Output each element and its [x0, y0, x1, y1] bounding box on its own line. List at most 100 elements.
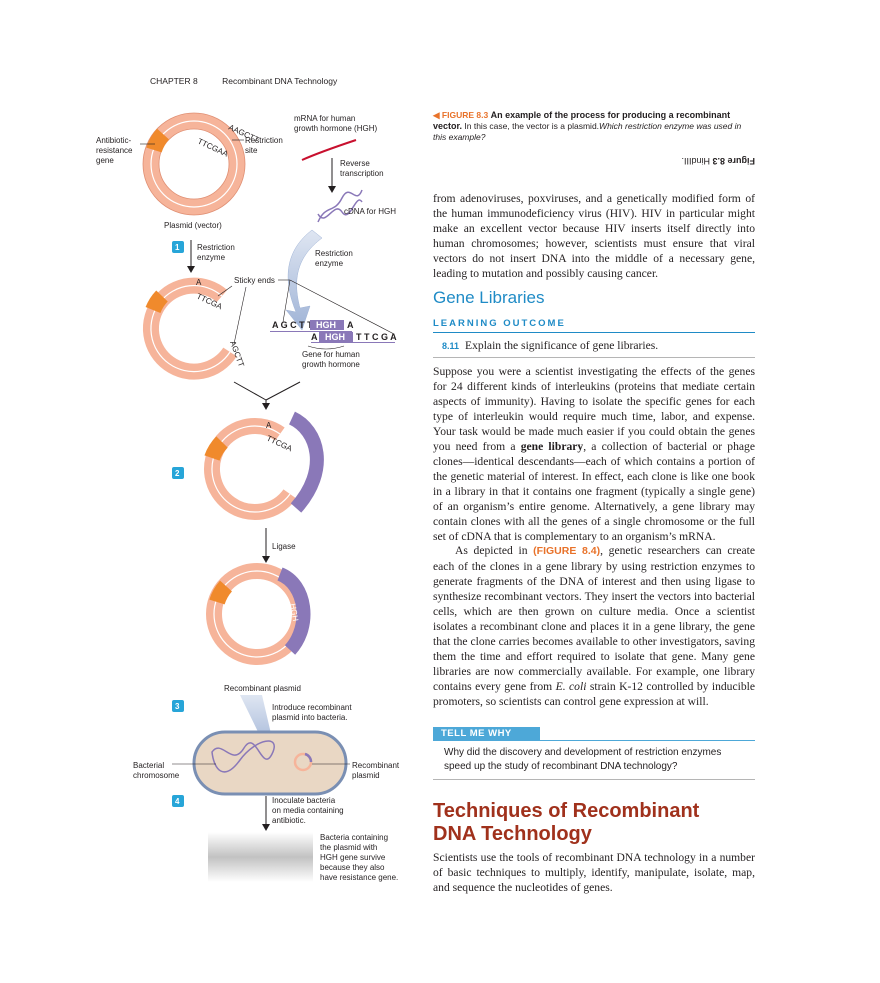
chapter-label: CHAPTER 8 — [150, 76, 198, 86]
techniques-heading-line-1: Techniques of Recombinant — [433, 800, 700, 822]
step-4-number: 4 — [175, 797, 180, 806]
step-3-number: 3 — [175, 702, 180, 711]
inoculate-label-2: on media containing — [272, 806, 344, 815]
caption-arrow: ◀ — [433, 110, 442, 120]
plasmid-vector-label: Plasmid (vector) — [164, 221, 222, 230]
recomb-plasmid-right-1: Recombinant — [352, 761, 400, 770]
restriction-site-label-1: Restriction — [245, 136, 283, 145]
insert-top-right: A — [347, 320, 354, 330]
sticky-ends-label: Sticky ends — [234, 276, 275, 285]
survive-label-3: HGH gene survive — [320, 853, 386, 862]
bact-chrom-label-1: Bacterial — [133, 761, 164, 770]
gene-hgh-label-1: Gene for human — [302, 350, 360, 359]
figure-8-4-link[interactable]: (FIGURE 8.4) — [533, 545, 601, 557]
gene-library-paragraph-1: Suppose you were a scientist investigati… — [433, 364, 755, 544]
anneal-bottom: TTCGA — [265, 434, 294, 454]
inoculate-label-1: Inoculate bacteria — [272, 796, 336, 805]
plasmid-vector — [142, 112, 246, 216]
lo-rule-bottom — [433, 357, 755, 358]
gene-libraries-heading: Gene Libraries — [433, 288, 545, 307]
step-badge-1 — [172, 241, 184, 253]
antibiotic-label-1: Antibiotic- — [96, 136, 131, 145]
recombinant-plasmid-label: Recombinant plasmid — [224, 684, 301, 693]
lo-number: 8.11 — [442, 341, 460, 351]
answer-text: HindIII. — [681, 156, 710, 166]
step-badge-2 — [172, 467, 184, 479]
insert-top-left: A G C T T — [272, 320, 313, 330]
techniques-heading: Techniques of Recombinant DNA Technology — [433, 800, 763, 846]
techniques-paragraph: Scientists use the tools of recombinant … — [433, 851, 755, 894]
p2-text-b: , genetic researchers can create each of… — [433, 544, 755, 693]
antibiotic-label-2: resistance — [96, 146, 133, 155]
step1-enzyme-1: Restriction — [197, 243, 235, 252]
plasmid-cut — [142, 277, 237, 380]
restriction-enzyme-right-2: enzyme — [315, 259, 344, 268]
insert-hgh-bottom: HGH — [325, 332, 345, 342]
step1-enzyme-2: enzyme — [197, 253, 226, 262]
learning-outcome-item: 8.11 Explain the significance of gene lib… — [442, 339, 658, 352]
p1-text-a: Suppose you were a scientist investigati… — [433, 365, 755, 453]
reverse-label-2: transcription — [340, 169, 384, 178]
inoculate-label-3: antibiotic. — [272, 816, 306, 825]
intro-paragraph: from adenoviruses, poxviruses, and a gen… — [433, 192, 755, 280]
introduce-label-2: plasmid into bacteria. — [272, 713, 348, 722]
step-badge-3 — [172, 700, 184, 712]
introduce-label-1: Introduce recombinant — [272, 703, 352, 712]
cdna-label: cDNA for HGH — [344, 207, 396, 216]
restriction-enzyme-right-1: Restriction — [315, 249, 353, 258]
lo-rule-top — [433, 332, 755, 333]
plasmid-annealing — [204, 411, 324, 520]
restriction-site-label-2: site — [245, 146, 258, 155]
step-1-number: 1 — [175, 243, 180, 252]
mrna-label-1: mRNA for human — [294, 114, 355, 123]
answer-figure-number: Figure 8.3 — [712, 156, 755, 166]
learning-outcome-heading: LEARNING OUTCOME — [433, 318, 566, 329]
techniques-heading-line-2: DNA Technology — [433, 823, 592, 845]
cut-top-a: A — [196, 278, 202, 287]
figure-caption: ◀ FIGURE 8.3 An example of the process f… — [433, 110, 755, 143]
tell-me-why-label: TELL ME WHY — [433, 727, 540, 741]
hgh-box-bottom — [319, 332, 353, 342]
bact-chrom-label-2: chromosome — [133, 771, 180, 780]
caption-question: Which restriction enzyme was used in thi… — [433, 121, 742, 142]
hgh-box-top — [310, 320, 344, 330]
p1-text-b: , a collection of bacterial or phage clo… — [433, 440, 755, 543]
figure-8-3: AAGCTT TTCGAA Antibiotic- resistance gen… — [96, 112, 400, 882]
cdna-helix — [317, 189, 363, 223]
culture-plate — [208, 832, 313, 882]
tell-me-why-rule — [540, 740, 755, 741]
survive-label-5: have resistance gene. — [320, 873, 398, 882]
recomb-hgh: HGH — [288, 603, 300, 622]
figure-number: FIGURE 8.3 — [441, 110, 489, 120]
plasmid-recombinant — [206, 563, 311, 665]
insert-hgh-top: HGH — [316, 320, 336, 330]
lo-text: Explain the significance of gene librari… — [465, 339, 659, 352]
insert-bottom-right: T T C G A — [356, 332, 397, 342]
antibiotic-label-3: gene — [96, 156, 114, 165]
anneal-hgh: HGH — [296, 455, 308, 474]
ligase-label: Ligase — [272, 542, 296, 551]
ecoli-term: E. coli — [555, 680, 587, 693]
caption-text: In this case, the vector is a plasmid. — [462, 121, 600, 131]
tell-me-why-question: Why did the discovery and development of… — [444, 747, 722, 772]
mrna-label-2: growth hormone (HGH) — [294, 124, 377, 133]
reverse-label-1: Reverse — [340, 159, 370, 168]
tell-me-why-rule-bottom — [433, 779, 755, 780]
p2-text-c: strain K-12 controlled by inducible prom… — [433, 680, 756, 708]
gene-hgh-label-2: growth hormone — [302, 360, 360, 369]
bacterium — [192, 730, 348, 796]
figure-title: An example of the process for producing … — [433, 110, 731, 131]
gene-library-term: gene library — [520, 440, 584, 453]
insert-bottom-left: A — [311, 332, 318, 342]
survive-label-4: because they also — [320, 863, 385, 872]
survive-label-2: the plasmid with — [320, 843, 377, 852]
step-2-number: 2 — [175, 469, 180, 478]
chapter-title: Recombinant DNA Technology — [222, 76, 338, 86]
p2-text-a: As depicted in — [455, 544, 534, 557]
caption-answer: Figure 8.3 HindIII. — [433, 152, 755, 166]
survive-label-1: Bacteria containing — [320, 833, 388, 842]
running-head: CHAPTER 8 Recombinant DNA Technology — [150, 76, 337, 86]
recomb-plasmid-right-2: plasmid — [352, 771, 380, 780]
step-badge-4 — [172, 795, 184, 807]
gene-library-paragraph-2: As depicted in (FIGURE 8.4), genetic res… — [433, 543, 755, 709]
